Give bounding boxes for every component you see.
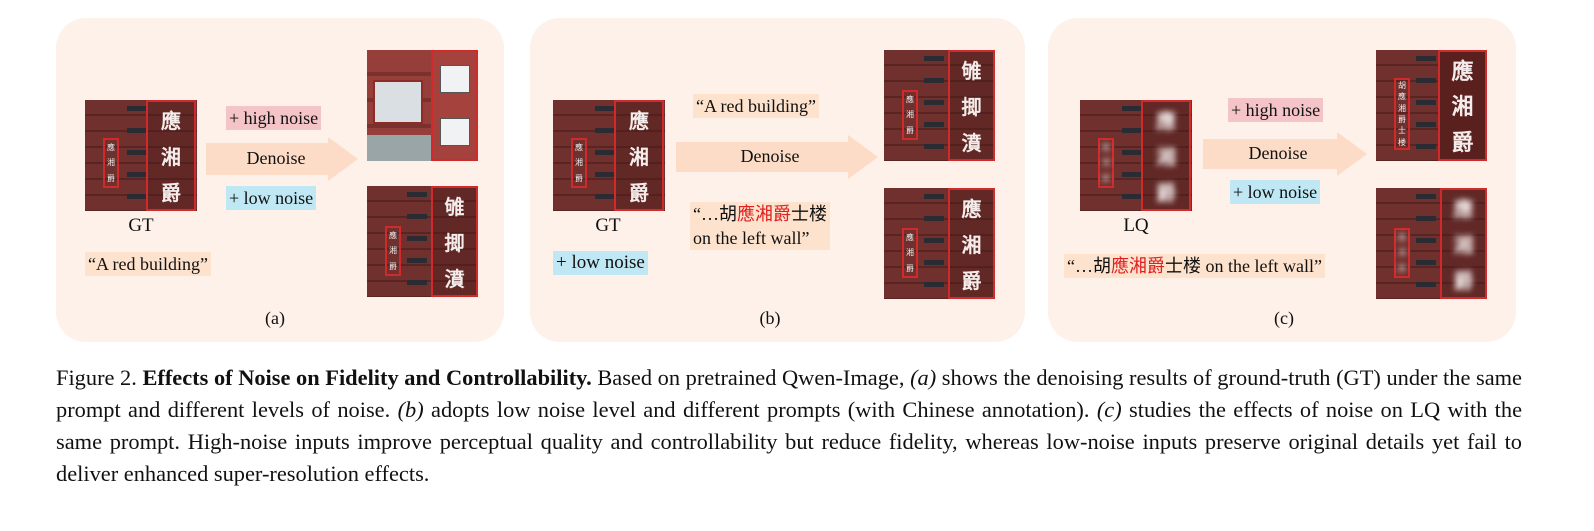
panel-c: 應湘爵 應 湘 爵 LQ “…胡應湘爵士楼 on the left wall” …	[1048, 18, 1516, 342]
high-noise-tag: + high noise	[226, 106, 321, 130]
sublabel: (b)	[740, 308, 800, 329]
sublabel: (a)	[245, 308, 305, 329]
high-noise-tag: + high noise	[1228, 98, 1323, 122]
input-label: GT	[111, 215, 171, 237]
output-bottom-image: 應湘爵 應 湘 爵	[884, 188, 995, 299]
prompt-red: 應湘爵	[1111, 256, 1165, 276]
arrow-head-icon	[1337, 132, 1367, 176]
prompt-suffix: 士楼 on the left wall”	[1165, 256, 1322, 276]
output-low-noise-image: 應湘爵 應 湘 爵	[1376, 188, 1487, 299]
prompt-suffix: 士楼	[791, 204, 827, 224]
panel-b: 應湘爵 應 湘 爵 GT + low noise “A red building…	[530, 18, 1025, 342]
lq-image: 應湘爵 應 湘 爵	[1080, 100, 1192, 211]
prompt-prefix: “…胡	[693, 204, 737, 224]
prompt-prefix: “…胡	[1067, 256, 1111, 276]
prompt-top: “A red building”	[693, 94, 819, 118]
caption-ref-a: (a)	[910, 365, 936, 390]
caption-ref-b: (b)	[398, 397, 424, 422]
gt-image: 應湘爵 應 湘 爵	[85, 100, 197, 211]
sublabel: (c)	[1254, 308, 1314, 329]
panel-a: 應湘爵 應 湘 爵 GT “A red building” + high noi…	[56, 18, 504, 342]
gt-image: 應湘爵 應 湘 爵	[553, 100, 665, 211]
output-high-noise-image	[367, 50, 478, 161]
arrow-head-icon	[848, 135, 878, 179]
caption-ref-c: (c)	[1097, 397, 1122, 422]
output-top-image: 應湘爵 雊 揤 濆	[884, 50, 995, 161]
prompt-line2: on the left wall”	[693, 228, 809, 248]
caption-prefix: Figure 2.	[56, 365, 142, 390]
input-label: LQ	[1106, 215, 1166, 237]
output-high-noise-image: 胡應湘爵士楼 應 湘 爵	[1376, 50, 1487, 161]
output-low-noise-image: 應湘爵 雊 揤 濆	[367, 186, 478, 297]
denoise-label: Denoise	[710, 146, 830, 167]
prompt-label: “A red building”	[85, 252, 211, 276]
caption-text-3: adopts low noise level and different pro…	[424, 397, 1097, 422]
prompt-bottom: “…胡應湘爵士楼 on the left wall”	[690, 202, 830, 250]
low-noise-tag: + low noise	[553, 251, 648, 275]
figure-caption: Figure 2. Effects of Noise on Fidelity a…	[56, 362, 1522, 490]
prompt-red: 應湘爵	[737, 204, 791, 224]
low-noise-tag: + low noise	[226, 186, 316, 210]
prompt-label: “…胡應湘爵士楼 on the left wall”	[1064, 254, 1325, 278]
input-label: GT	[578, 215, 638, 237]
caption-title: Effects of Noise on Fidelity and Control…	[142, 365, 591, 390]
caption-text-1: Based on pretrained Qwen-Image,	[592, 365, 910, 390]
denoise-label: Denoise	[1218, 143, 1338, 164]
denoise-label: Denoise	[216, 148, 336, 169]
low-noise-tag: + low noise	[1230, 180, 1320, 204]
